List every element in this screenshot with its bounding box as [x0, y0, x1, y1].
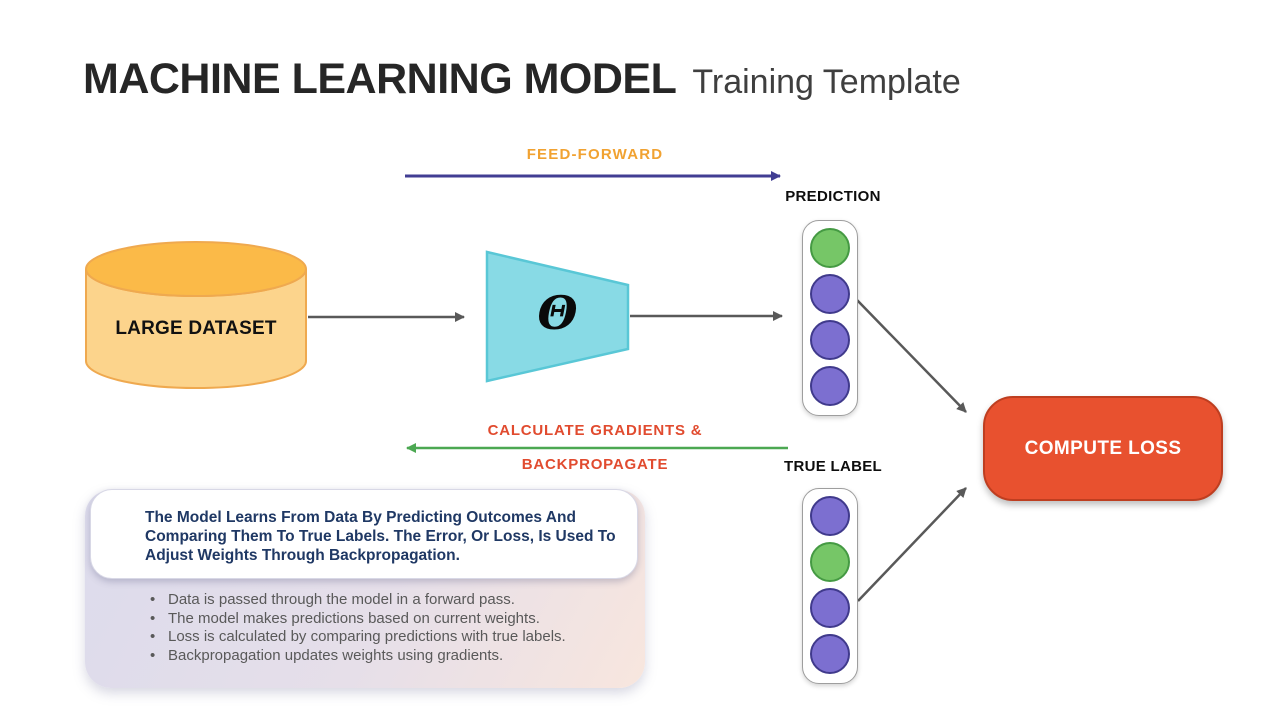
compute-loss-label: COMPUTE LOSS — [1024, 437, 1182, 459]
green-node-circle — [810, 228, 850, 268]
info-text: The Model Learns From Data By Predicting… — [145, 509, 616, 564]
purple-node-circle — [810, 320, 850, 360]
purple-node-circle — [810, 366, 850, 406]
purple-node-circle — [810, 634, 850, 674]
compute-loss-box: COMPUTE LOSS — [983, 396, 1223, 501]
dataset-cylinder-top — [85, 241, 307, 297]
bullet-item: Loss is calculated by comparing predicti… — [146, 628, 616, 647]
purple-node-circle — [810, 496, 850, 536]
purple-node-circle — [810, 274, 850, 314]
purple-node-circle — [810, 588, 850, 628]
calculate-gradients-label: CALCULATE GRADIENTS & — [487, 422, 703, 439]
title-subtitle: Training Template — [692, 63, 961, 101]
dataset-cylinder — [85, 241, 307, 389]
green-node-circle — [810, 542, 850, 582]
dataset-label: LARGE DATASET — [115, 318, 277, 339]
info-text-box — [90, 489, 638, 579]
bullet-item: Data is passed through the model in a fo… — [146, 591, 616, 610]
model-trapezoid — [485, 250, 630, 383]
true-label-label: TRUE LABEL — [784, 458, 882, 475]
backpropagate-label: BACKPROPAGATE — [521, 456, 669, 473]
prediction-to-loss-arrow — [856, 299, 967, 413]
model-theta-symbol: Θ — [537, 286, 578, 340]
bullet-item: The model makes predictions based on cur… — [146, 610, 616, 629]
feed-forward-label: FEED-FORWARD — [526, 146, 664, 163]
true-label-node-column — [802, 488, 858, 684]
page-title: MACHINE LEARNING MODEL Training Template — [83, 55, 961, 104]
title-main: MACHINE LEARNING MODEL — [83, 55, 677, 103]
prediction-label: PREDICTION — [785, 188, 881, 205]
prediction-node-column — [802, 220, 858, 416]
bullet-item: Backpropagation updates weights using gr… — [146, 647, 616, 666]
truelabel-to-loss-arrow — [857, 487, 967, 602]
bullet-list: Data is passed through the model in a fo… — [146, 591, 616, 665]
